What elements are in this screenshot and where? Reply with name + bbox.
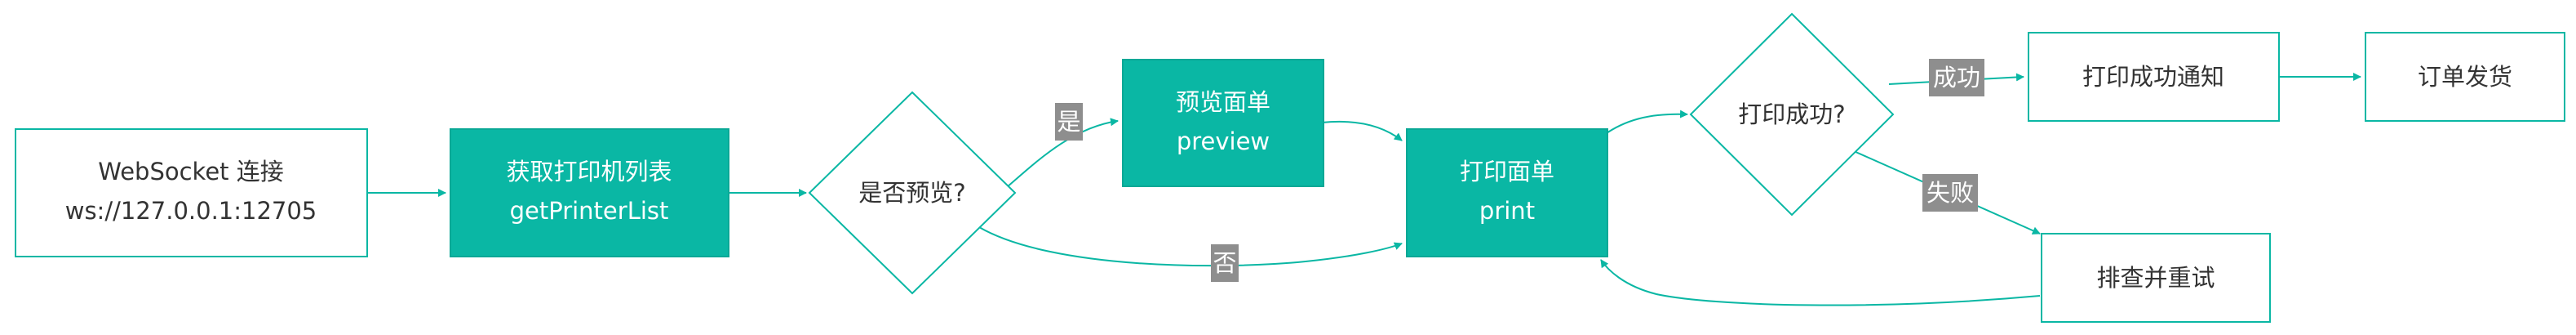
node-preview-title: 预览面单 <box>1176 88 1270 116</box>
node-get-printer-list-title: 获取打印机列表 <box>506 158 672 185</box>
node-print-method: print <box>1479 197 1535 225</box>
edge-label-success: 成功 <box>1929 59 1984 96</box>
node-print-success-decision: 打印成功? <box>1689 12 1895 217</box>
edge-label-fail-text: 失败 <box>1926 179 1974 207</box>
edge-label-yes-text: 是 <box>1057 108 1080 136</box>
node-ship-order: 订单发货 <box>2365 32 2565 122</box>
node-preview-decision: 是否预览? <box>808 91 1017 295</box>
edge-label-success-text: 成功 <box>1933 64 1980 92</box>
node-print-title: 打印面单 <box>1460 158 1554 185</box>
node-notify-success-label: 打印成功通知 <box>2082 63 2224 91</box>
edge-label-fail: 失败 <box>1922 174 1978 212</box>
edge-preview-to-print <box>1321 120 1403 141</box>
node-get-printer-list-method: getPrinterList <box>510 197 669 225</box>
node-print-success-decision-label: 打印成功? <box>1738 100 1845 128</box>
edge-print-to-success-decision <box>1603 109 1688 136</box>
node-print: 打印面单 print <box>1406 128 1608 257</box>
node-retry: 排查并重试 <box>2041 233 2271 323</box>
edge-label-no-text: 否 <box>1213 249 1236 277</box>
node-preview-method: preview <box>1177 127 1270 155</box>
edge-retry-to-print <box>1600 259 2041 306</box>
node-ship-order-label: 订单发货 <box>2418 63 2512 91</box>
node-websocket-url: ws://127.0.0.1:12705 <box>65 197 317 225</box>
node-retry-label: 排查并重试 <box>2096 264 2215 292</box>
edge-label-yes: 是 <box>1055 103 1083 141</box>
node-preview-decision-label: 是否预览? <box>858 179 965 207</box>
node-websocket: WebSocket 连接 ws://127.0.0.1:12705 <box>15 128 368 257</box>
edge-label-no: 否 <box>1211 244 1239 282</box>
node-notify-success: 打印成功通知 <box>2028 32 2280 122</box>
node-preview: 预览面单 preview <box>1122 59 1324 187</box>
edge-decision-no-to-print <box>978 226 1403 267</box>
node-websocket-title: WebSocket 连接 <box>98 158 284 185</box>
node-get-printer-list: 获取打印机列表 getPrinterList <box>450 128 729 257</box>
